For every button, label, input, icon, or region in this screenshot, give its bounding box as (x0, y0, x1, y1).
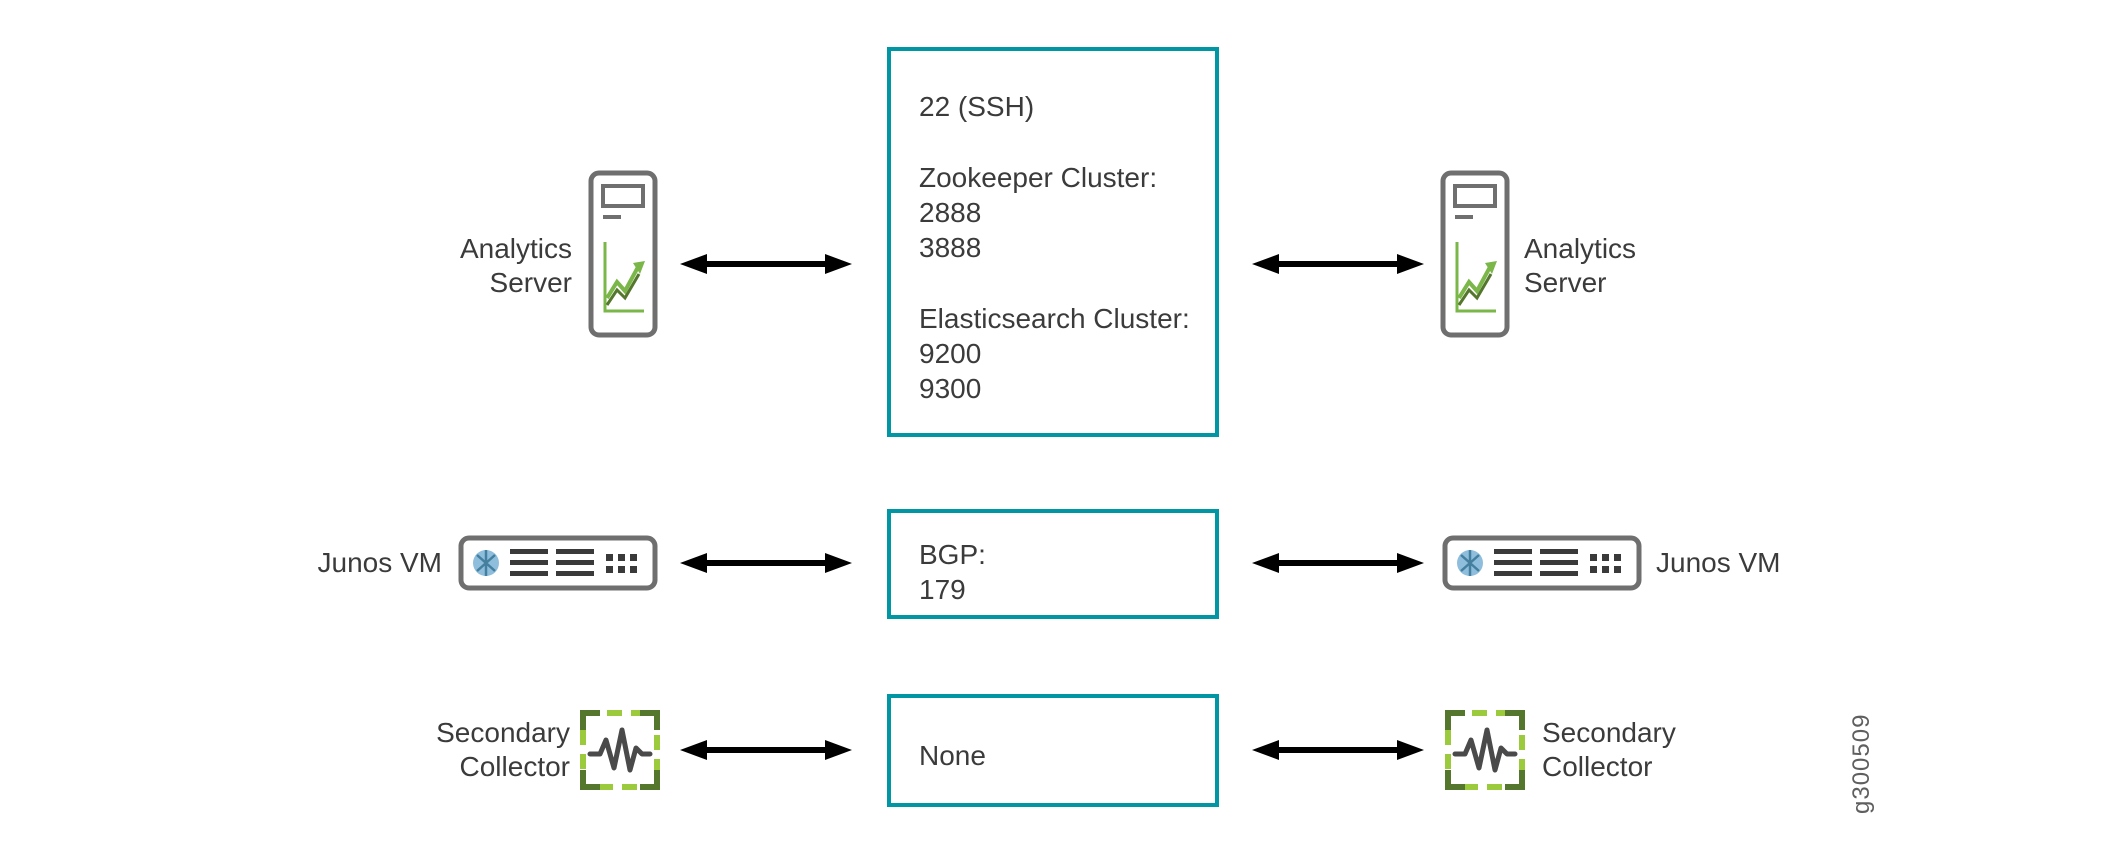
label-analytics-server-left: Analytics Server (459, 233, 572, 298)
port-line: 9200 (919, 338, 982, 369)
port-line: 9300 (919, 373, 982, 404)
port-line: 3888 (919, 232, 982, 263)
junos-vm-icon-right (1442, 535, 1642, 591)
port-box-collector: None (887, 694, 1219, 807)
port-line: Zookeeper Cluster: (919, 162, 1158, 193)
port-box-junos: BGP: 179 (887, 509, 1219, 619)
label-secondary-collector-right: Secondary Collector (1542, 717, 1676, 782)
analytics-server-icon-right (1440, 170, 1510, 338)
port-line: BGP: (919, 539, 986, 570)
double-arrow-analytics-right (1252, 250, 1424, 278)
analytics-server-icon-left (588, 170, 658, 338)
double-arrow-junos-left (680, 549, 852, 577)
secondary-collector-icon-left (578, 708, 662, 792)
port-line: Elasticsearch Cluster: (919, 303, 1190, 334)
double-arrow-collector-left (680, 736, 852, 764)
label-junos-vm-right: Junos VM (1656, 547, 1781, 578)
double-arrow-collector-right (1252, 736, 1424, 764)
junos-vm-icon-left (458, 535, 658, 591)
port-line: 179 (919, 574, 966, 605)
double-arrow-analytics-left (680, 250, 852, 278)
port-box-analytics: 22 (SSH) Zookeeper Cluster: 2888 3888 El… (887, 47, 1219, 437)
port-line: 2888 (919, 197, 982, 228)
double-arrow-junos-right (1252, 549, 1424, 577)
figure-id-watermark: g300509 (1848, 713, 1875, 814)
label-junos-vm-left: Junos VM (317, 547, 443, 578)
port-line: None (919, 740, 986, 771)
label-secondary-collector-left: Secondary Collector (436, 717, 570, 782)
secondary-collector-icon-right (1443, 708, 1527, 792)
label-analytics-server-right: Analytics Server (1524, 233, 1637, 298)
port-line: 22 (SSH) (919, 91, 1035, 122)
